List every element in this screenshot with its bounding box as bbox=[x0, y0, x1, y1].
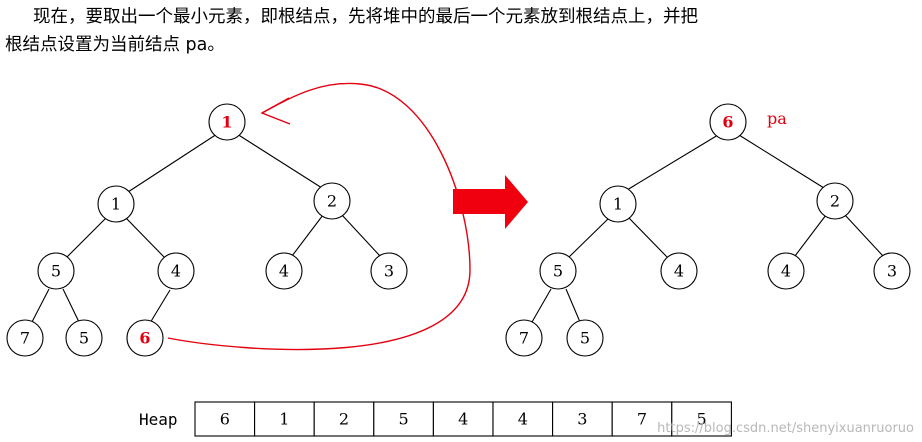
left-tree-node: 3 bbox=[370, 252, 408, 290]
right-tree: 6 pa 1 2 5 4 4 3 7 bbox=[505, 103, 911, 357]
edge bbox=[291, 214, 324, 257]
edge bbox=[565, 288, 581, 323]
right-tree-node: 4 bbox=[767, 252, 805, 290]
node-value: 4 bbox=[781, 262, 791, 281]
left-tree-node: 4 bbox=[265, 252, 303, 290]
node-value: 5 bbox=[51, 262, 61, 281]
heap-cell-value: 3 bbox=[577, 410, 587, 429]
right-tree-node: 5 bbox=[566, 319, 604, 357]
heap-cell-value: 5 bbox=[697, 410, 707, 429]
node-value: 3 bbox=[887, 262, 897, 281]
node-value: 1 bbox=[111, 195, 121, 214]
edge bbox=[65, 217, 107, 259]
heap-cell-value: 6 bbox=[220, 410, 230, 429]
left-tree-node: 2 bbox=[313, 182, 351, 220]
heap-label: Heap bbox=[139, 410, 178, 429]
edge bbox=[626, 134, 719, 191]
node-value: 7 bbox=[519, 329, 529, 348]
move-arrow bbox=[167, 82, 471, 351]
heap-cell: 1 bbox=[254, 401, 315, 437]
edge bbox=[844, 214, 884, 257]
left-tree-edges bbox=[31, 133, 381, 324]
node-value: 6 bbox=[139, 329, 150, 348]
node-value: 4 bbox=[171, 262, 181, 281]
left-tree-node: 1 bbox=[97, 185, 135, 223]
edge bbox=[341, 214, 381, 257]
left-tree-last-node: 6 bbox=[126, 319, 164, 357]
edge bbox=[125, 217, 166, 259]
right-tree-node: 4 bbox=[660, 252, 698, 290]
node-value: 4 bbox=[674, 262, 684, 281]
node-value: 1 bbox=[613, 195, 623, 214]
edge bbox=[794, 214, 827, 257]
edge bbox=[62, 288, 80, 323]
heap-array: Heap 6 1 2 5 4 4 3 7 5 bbox=[139, 401, 732, 437]
heap-cell-value: 7 bbox=[637, 410, 647, 429]
edge bbox=[531, 288, 552, 323]
heap-cell: 6 bbox=[194, 401, 256, 437]
node-value: 2 bbox=[830, 192, 840, 211]
left-tree-root-node: 1 bbox=[208, 103, 246, 141]
node-value: 7 bbox=[20, 329, 30, 348]
edge bbox=[236, 133, 323, 189]
heap-cell-value: 5 bbox=[399, 410, 409, 429]
right-tree-node: 3 bbox=[873, 252, 911, 290]
edge bbox=[738, 134, 825, 189]
node-value: 5 bbox=[580, 329, 590, 348]
heap-cell: 3 bbox=[552, 401, 613, 437]
node-value: 6 bbox=[722, 113, 733, 132]
heap-cells: 6 1 2 5 4 4 3 7 5 bbox=[194, 401, 732, 437]
watermark-text: https://blog.csdn.net/shenyixuanruoruo bbox=[657, 421, 914, 436]
heap-cell: 4 bbox=[432, 401, 494, 437]
right-tree-edges bbox=[531, 134, 884, 323]
transition-arrow bbox=[453, 175, 528, 229]
heap-cell: 5 bbox=[671, 401, 732, 437]
description-line-1: 现在，要取出一个最小元素，即根结点，先将堆中的最后一个元素放到根结点上，并把 bbox=[33, 7, 698, 27]
left-tree-node: 5 bbox=[65, 319, 103, 357]
left-tree-node: 5 bbox=[37, 252, 75, 290]
heap-cell-value: 2 bbox=[339, 410, 349, 429]
right-tree-node: 5 bbox=[539, 252, 577, 290]
node-value: 2 bbox=[327, 192, 337, 211]
right-tree-node: 7 bbox=[505, 319, 543, 357]
heap-cell: 5 bbox=[373, 401, 434, 437]
heap-cell-value: 4 bbox=[518, 410, 528, 429]
right-tree-node: 1 bbox=[599, 185, 637, 223]
right-tree-root-node: 6 bbox=[709, 103, 747, 141]
edge bbox=[149, 289, 171, 324]
left-tree: 1 1 2 5 4 4 3 7 bbox=[6, 103, 408, 357]
left-tree-node: 4 bbox=[157, 252, 195, 290]
edge bbox=[567, 217, 610, 259]
right-tree-node: 2 bbox=[816, 182, 854, 220]
description-line-2: 根结点设置为当前结点 pa。 bbox=[5, 35, 225, 55]
edge bbox=[628, 217, 669, 259]
heap-cell: 7 bbox=[611, 401, 673, 437]
node-value: 1 bbox=[221, 113, 232, 132]
heap-cell-value: 4 bbox=[458, 410, 468, 429]
heap-cell: 4 bbox=[492, 401, 554, 437]
node-value: 5 bbox=[79, 329, 89, 348]
description-text: 现在，要取出一个最小元素，即根结点，先将堆中的最后一个元素放到根结点上，并把 根… bbox=[5, 3, 905, 59]
node-value: 4 bbox=[279, 262, 289, 281]
edge bbox=[127, 133, 218, 193]
pa-label: pa bbox=[767, 109, 787, 128]
node-value: 5 bbox=[553, 262, 563, 281]
heap-cell: 2 bbox=[313, 401, 375, 437]
left-tree-node: 7 bbox=[6, 319, 44, 357]
edge bbox=[31, 288, 50, 323]
heap-cell-value: 1 bbox=[279, 410, 289, 429]
node-value: 3 bbox=[384, 262, 394, 281]
